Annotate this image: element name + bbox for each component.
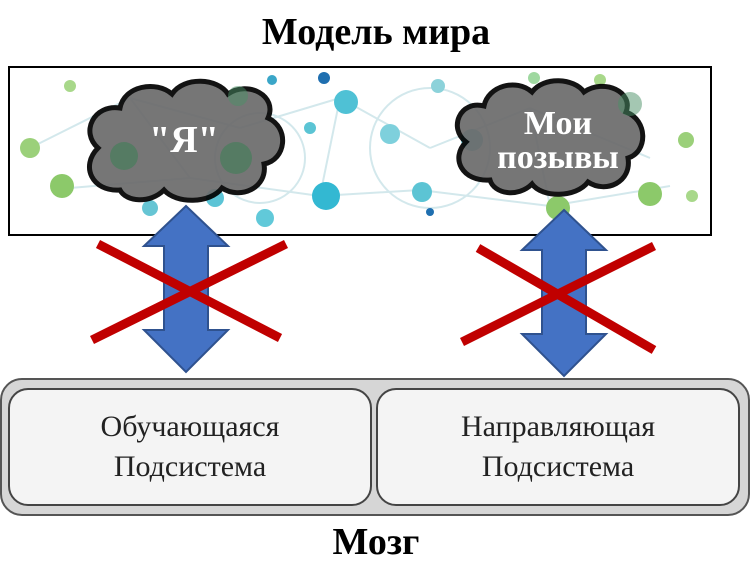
self-cloud: "Я" (87, 78, 286, 203)
learning-subsystem-line2: Подсистема (113, 450, 267, 483)
brain-label: Мозг (332, 521, 420, 563)
urges-cloud-line1: Мои (524, 105, 592, 142)
urges-cloud: Мои позывы (454, 78, 646, 197)
world-model-title: Модель мира (261, 11, 491, 53)
left-cross-mark (90, 239, 288, 345)
right-cross-mark (459, 241, 657, 354)
urges-cloud-line2: позывы (497, 139, 619, 176)
learning-subsystem-line1: Обучающаяся (100, 410, 280, 443)
steering-subsystem-line2: Подсистема (481, 450, 635, 483)
self-cloud-label: "Я" (149, 119, 219, 161)
steering-subsystem-box: Направляющая Подсистема (376, 388, 740, 506)
learning-subsystem-box: Обучающаяся Подсистема (8, 388, 372, 506)
steering-subsystem-line1: Направляющая (460, 410, 656, 443)
